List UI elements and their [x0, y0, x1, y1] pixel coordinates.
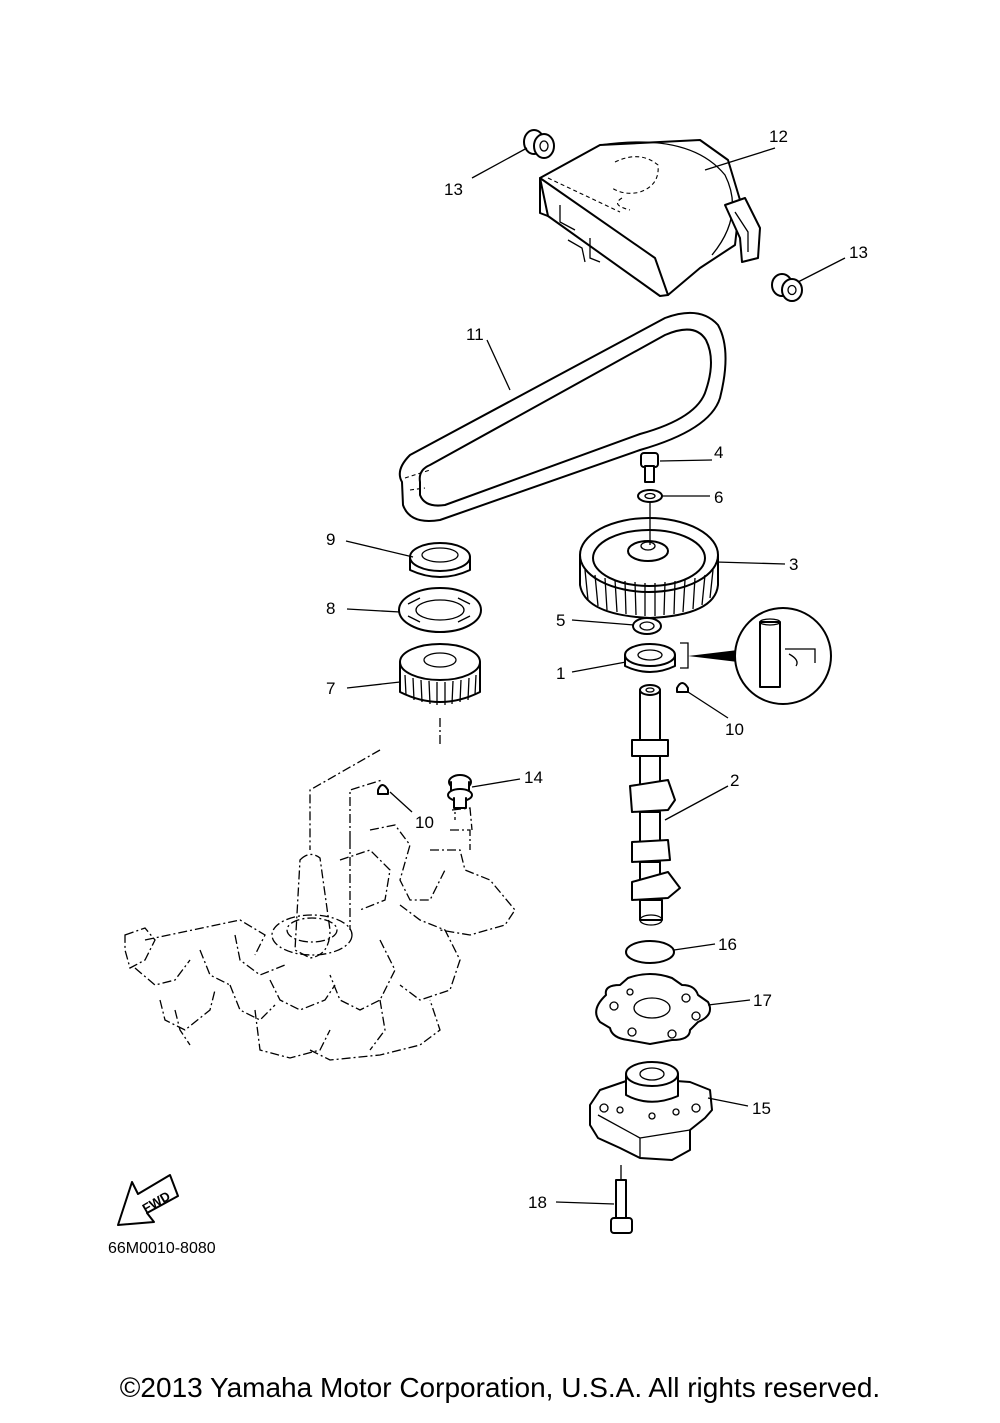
callout-7: 7 [326, 679, 335, 698]
key-10-right [676, 682, 689, 693]
callout-13-lower: 13 [849, 243, 868, 262]
callout-10-left: 10 [415, 813, 434, 832]
callout-18: 18 [528, 1193, 547, 1212]
bolt-18 [610, 1165, 633, 1234]
oil-seal [624, 642, 738, 673]
oil-pump [589, 1061, 713, 1161]
callout-9: 9 [326, 530, 335, 549]
callout-3: 3 [789, 555, 798, 574]
driven-pulley-7 [399, 643, 481, 705]
key-10-left [377, 784, 389, 795]
timing-belt [398, 311, 727, 522]
o-ring [625, 940, 675, 964]
grommet-upper [523, 129, 555, 159]
diagram-code: 66M0010-8080 [108, 1240, 216, 1257]
washer-6 [637, 489, 663, 503]
callout-15: 15 [752, 1099, 771, 1118]
callout-5: 5 [556, 611, 565, 630]
washer-5 [632, 617, 662, 635]
leader-lines [345, 147, 846, 1205]
callout-10-right: 10 [725, 720, 744, 739]
copyright-notice: ©2013 Yamaha Motor Corporation, U.S.A. A… [119, 1372, 881, 1403]
crankcase-outline [124, 718, 516, 1061]
callout-13-upper: 13 [444, 180, 463, 199]
callout-8: 8 [326, 599, 335, 618]
oil-seal-9 [409, 542, 471, 578]
callout-17: 17 [753, 991, 772, 1010]
callout-6: 6 [714, 488, 723, 507]
detail-view-circle [734, 607, 832, 705]
callout-2: 2 [730, 771, 739, 790]
plate-8 [398, 587, 482, 633]
callout-labels: 12 13 13 11 4 6 3 5 1 10 2 9 8 7 14 10 1… [326, 127, 868, 1212]
plug-14 [447, 774, 473, 809]
callout-1: 1 [556, 664, 565, 683]
grommet-lower [771, 273, 803, 302]
camshaft [629, 684, 681, 926]
forward-direction-arrow: FWD [117, 1174, 179, 1226]
bolt-4 [640, 452, 659, 483]
callout-14: 14 [524, 768, 543, 787]
callout-4: 4 [714, 443, 723, 462]
gasket [595, 973, 711, 1045]
callout-16: 16 [718, 935, 737, 954]
camshaft-pulley [579, 502, 719, 619]
timing-belt-cover [539, 139, 761, 297]
callout-11: 11 [466, 325, 484, 344]
callout-12: 12 [769, 127, 788, 146]
